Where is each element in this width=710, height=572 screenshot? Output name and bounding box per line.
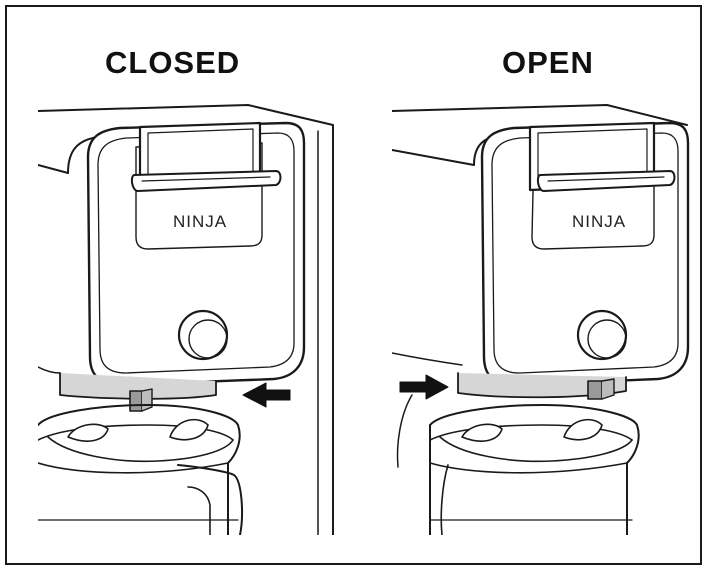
open-illustration: NINJA bbox=[392, 104, 690, 535]
lid-handle bbox=[528, 121, 676, 192]
drip-stop-lever-open bbox=[587, 378, 615, 400]
heading-closed: CLOSED bbox=[105, 45, 241, 80]
arrow-left-icon bbox=[242, 382, 291, 408]
brand-logo: NINJA bbox=[572, 212, 626, 231]
round-knob-icon bbox=[576, 309, 628, 361]
closed-illustration: NINJA bbox=[38, 104, 334, 535]
drip-stop-lever-closed bbox=[129, 388, 153, 412]
lid-handle bbox=[130, 121, 282, 192]
heading-open: OPEN bbox=[502, 45, 594, 80]
carafe bbox=[429, 404, 640, 535]
carafe bbox=[38, 404, 243, 535]
brand-logo: NINJA bbox=[173, 212, 227, 231]
round-knob-icon bbox=[177, 309, 229, 361]
arrow-right-icon bbox=[399, 374, 449, 400]
